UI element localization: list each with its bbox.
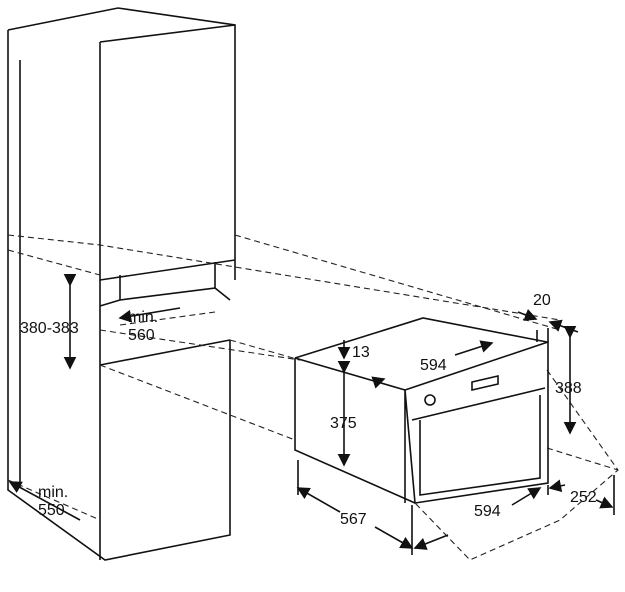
- label-body-depth: 567: [340, 511, 367, 528]
- label-body-height: 375: [330, 415, 357, 432]
- dimension-lines: [8, 273, 615, 555]
- dashed-guides: [7, 234, 619, 561]
- label-top-gap: 13: [352, 344, 370, 361]
- label-door-swing: 252: [570, 489, 597, 506]
- label-niche-height: 380-383: [20, 320, 79, 337]
- label-cabinet-depth: 550: [38, 502, 65, 519]
- oven: [294, 317, 549, 504]
- dimension-labels: 380-383 min. 560 min. 550 13 594 375 20 …: [20, 292, 597, 528]
- label-front-thickness: 20: [533, 292, 551, 309]
- label-niche-width: 560: [128, 327, 155, 344]
- label-front-height: 388: [555, 380, 582, 397]
- label-front-width: 594: [474, 503, 501, 520]
- label-body-width: 594: [420, 357, 447, 374]
- label-niche-width-prefix: min.: [128, 309, 158, 326]
- tall-cabinet: [7, 7, 236, 561]
- label-depth-prefix: min.: [38, 484, 68, 501]
